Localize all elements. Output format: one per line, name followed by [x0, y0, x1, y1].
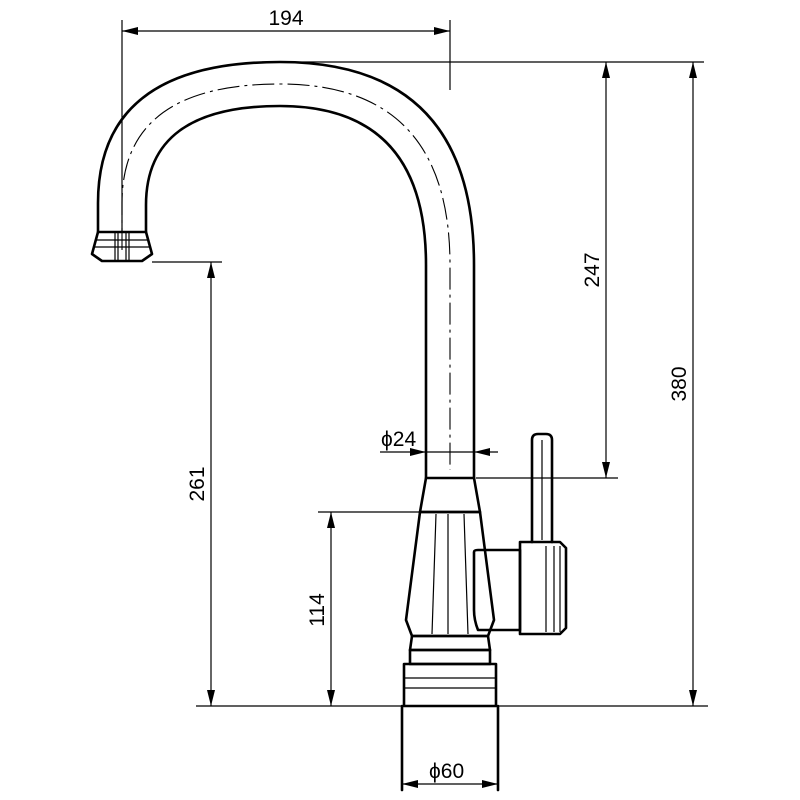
dim-spout-height-label: 261 [186, 466, 209, 501]
dim-total-height: 380 [668, 62, 697, 706]
dim-body-height: 114 [306, 512, 335, 706]
mounting-shank [400, 704, 500, 792]
dim-arc-height-label: 247 [581, 252, 604, 287]
dim-spout-reach: 194 [122, 7, 450, 35]
spout-inner-wall [144, 104, 428, 480]
spout-centerline [121, 83, 451, 470]
dim-pipe-diameter-label: ϕ24 [381, 428, 416, 451]
aerator-nozzle [90, 230, 154, 263]
dimension-lines: 194 261 247 380 114 [121, 7, 708, 788]
dim-spout-reach-label: 194 [268, 7, 303, 30]
faucet-body [404, 510, 496, 638]
faucet-outline [90, 60, 568, 792]
dim-total-height-label: 380 [668, 366, 691, 401]
spout-outer-wall [96, 60, 476, 480]
dim-base-diameter: ϕ60 [402, 760, 498, 788]
dim-arc-height: 247 [581, 62, 610, 478]
dim-pipe-diameter: ϕ24 [380, 428, 498, 456]
dim-base-diameter-label: ϕ60 [429, 760, 464, 783]
spout-collar [418, 476, 482, 514]
faucet-base [402, 634, 498, 708]
dim-spout-height: 261 [186, 262, 215, 706]
dim-body-height-label: 114 [306, 593, 329, 627]
lever-handle[interactable] [472, 432, 568, 636]
